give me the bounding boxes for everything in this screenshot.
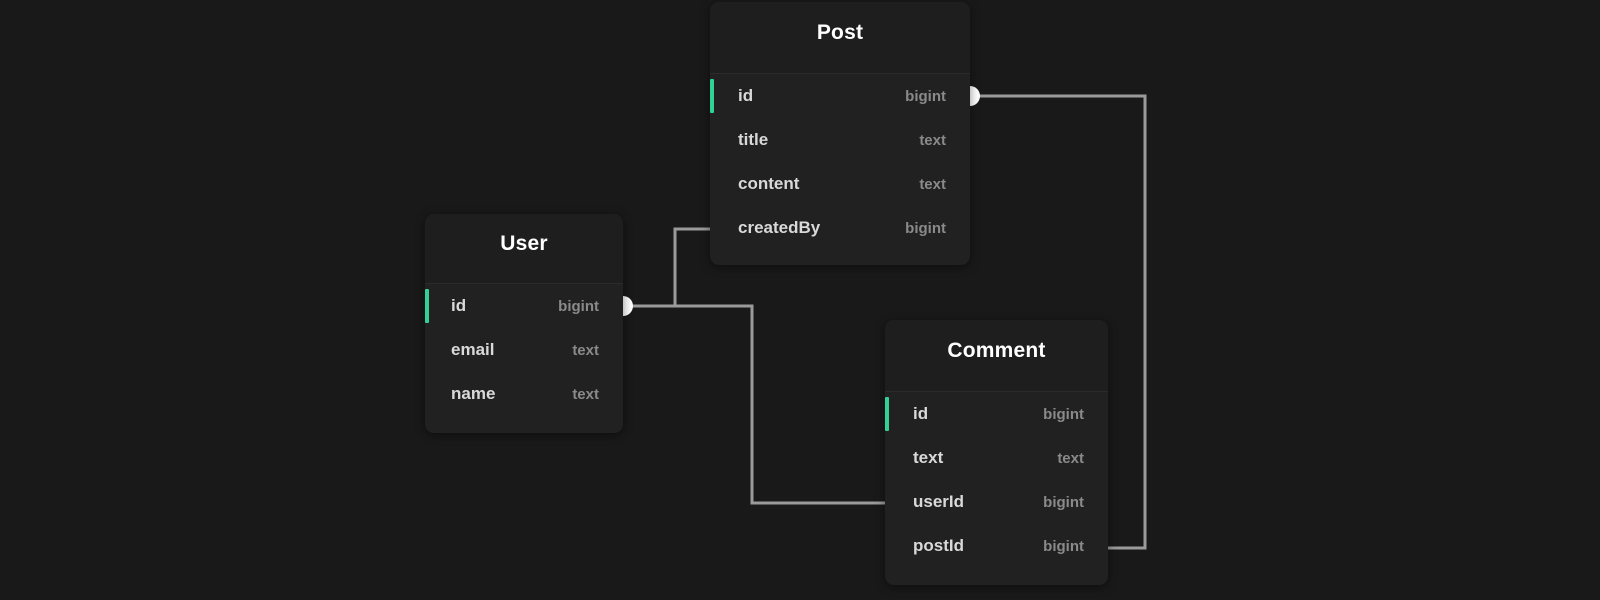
field-name: id (913, 404, 929, 423)
field-name: text (913, 448, 944, 467)
field-name: title (738, 130, 769, 149)
field-type: bigint (558, 297, 599, 315)
entity-table-fields-post: id bigint title text content text createdBy big… (710, 74, 970, 250)
field-name: email (451, 340, 495, 359)
field-name: postId (913, 536, 964, 555)
entity-table-post[interactable]: Post id bigint title text content text createdB… (710, 2, 970, 265)
field-type: bigint (1043, 493, 1084, 511)
field-row-post-id[interactable]: id bigint (710, 74, 970, 118)
field-row-post-content[interactable]: content text (710, 162, 970, 206)
entity-table-title-user: User (425, 214, 623, 284)
primary-key-indicator-icon (885, 397, 889, 431)
field-row-user-email[interactable]: email text (425, 328, 623, 372)
field-name: name (451, 384, 496, 403)
field-type: text (572, 341, 599, 359)
field-name: id (451, 296, 467, 315)
field-row-comment-userid[interactable]: userId bigint (885, 480, 1108, 524)
field-row-comment-postid[interactable]: postId bigint (885, 524, 1108, 568)
entity-table-title-post: Post (710, 2, 970, 74)
primary-key-indicator-icon (710, 79, 714, 113)
field-type: text (919, 175, 946, 193)
relationship-endpoint-marker-icon (970, 86, 980, 106)
relationship-edge-user-id-to-post-createdby[interactable] (632, 227, 710, 308)
field-type: bigint (1043, 537, 1084, 555)
entity-table-fields-comment: id bigint text text userId bigint postId bigint (885, 392, 1108, 568)
field-type: text (919, 131, 946, 149)
field-name: userId (913, 492, 965, 511)
field-row-comment-text[interactable]: text text (885, 436, 1108, 480)
field-type: text (572, 385, 599, 403)
relationship-endpoint-marker-icon (623, 296, 633, 316)
field-row-user-name[interactable]: name text (425, 372, 623, 416)
relationship-edge-user-id-to-comment-userid[interactable] (632, 304, 885, 505)
field-row-user-id[interactable]: id bigint (425, 284, 623, 328)
field-name: id (738, 86, 754, 105)
field-type: bigint (905, 219, 946, 237)
field-row-post-createdby[interactable]: createdBy bigint (710, 206, 970, 250)
field-type: bigint (905, 87, 946, 105)
entity-table-fields-user: id bigint email text name text (425, 284, 623, 416)
field-name: content (738, 174, 800, 193)
field-row-post-title[interactable]: title text (710, 118, 970, 162)
field-name: createdBy (738, 218, 821, 237)
primary-key-indicator-icon (425, 289, 429, 323)
entity-table-title-comment: Comment (885, 320, 1108, 392)
entity-table-user[interactable]: User id bigint email text name text (425, 214, 623, 433)
field-type: bigint (1043, 405, 1084, 423)
field-row-comment-id[interactable]: id bigint (885, 392, 1108, 436)
field-type: text (1057, 449, 1084, 467)
